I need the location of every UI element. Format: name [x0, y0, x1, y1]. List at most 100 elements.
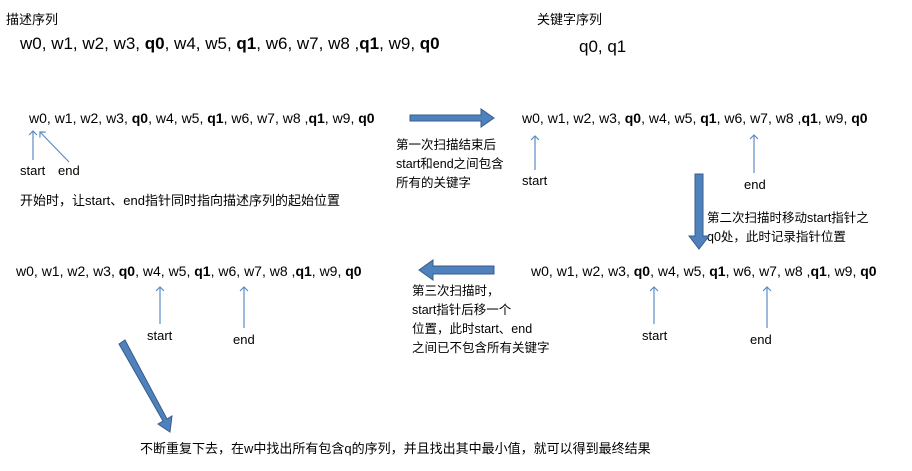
sequence-token: q0 [345, 263, 362, 279]
sequence-token: w6 [231, 110, 250, 126]
sequence-token: w5 [674, 110, 693, 126]
note-third-scan: 第三次扫描时， start指针后移一个 位置，此时start、end 之间已不包… [412, 282, 550, 358]
note-third-scan-line-4: 之间已不包含所有关键字 [412, 341, 550, 355]
desc-sequence-title: 描述序列 [6, 12, 59, 27]
sequence-token: q0 [358, 110, 375, 126]
sequence-token: q0 [851, 110, 868, 126]
sequence-token: w2 [82, 34, 105, 53]
sequence-token: w8 [282, 110, 301, 126]
sequence-token: w5 [683, 263, 702, 279]
desc-sequence-main: w0, w1, w2, w3, q0, w4, w5, q1, w6, w7, … [20, 34, 440, 53]
start-label-third-scan: start [147, 328, 173, 343]
start-label-first-scan: start [522, 173, 548, 188]
sequence-token: w6 [724, 110, 743, 126]
sequence-token: q1 [207, 110, 224, 126]
note-first-scan-line-2: start和end之间包含 [396, 157, 504, 171]
sequence-token: w0 [16, 263, 34, 279]
sequence-token: w7 [296, 34, 319, 53]
arrow-left-icon [418, 259, 495, 281]
sequence-token: w9 [825, 110, 844, 126]
sequence-token: w8 [269, 263, 288, 279]
note-second-scan: 第二次扫描时移动start指针之 q0处，此时记录指针位置 [707, 209, 869, 247]
sequence-token: w3 [599, 110, 617, 126]
sequence-token: w9 [834, 263, 853, 279]
sequence-token: w9 [388, 34, 411, 53]
sequence-token: w2 [80, 110, 99, 126]
sequence-token: w2 [573, 110, 592, 126]
arrow-down-icon [687, 173, 711, 250]
sequence-token: w8 [784, 263, 803, 279]
sequence-token: w1 [547, 110, 566, 126]
sequence-token: q0 [860, 263, 877, 279]
sequence-token: w2 [582, 263, 601, 279]
end-label-first-scan: end [744, 177, 766, 192]
sequence-token: w3 [113, 34, 136, 53]
note-initial: 开始时，让start、end指针同时指向描述序列的起始位置 [20, 193, 340, 208]
sequence-token: q1 [308, 110, 325, 126]
sequence-token: w4 [142, 263, 161, 279]
arrow-right-icon [409, 108, 495, 128]
sequence-token: w5 [168, 263, 187, 279]
sequence-token: w9 [319, 263, 338, 279]
end-pointer-initial [39, 131, 70, 163]
sequence-token: w3 [106, 110, 124, 126]
sequence-token: q1 [709, 263, 726, 279]
arrow-diagonal-icon [118, 339, 173, 433]
sequence-token: q1 [700, 110, 717, 126]
sequence-token: w7 [257, 110, 275, 126]
sequence-token: q1 [236, 34, 257, 53]
sequence-token: q1 [810, 263, 827, 279]
sequence-token: w8 [775, 110, 794, 126]
sequence-token: w2 [67, 263, 86, 279]
note-third-scan-line-2: start指针后移一个 [412, 303, 512, 317]
sequence-token: w1 [54, 110, 73, 126]
sequence-token: q0 [624, 110, 642, 126]
start-label-second-scan: start [642, 328, 668, 343]
sequence-initial: w0, w1, w2, w3, q0, w4, w5, q1, w6, w7, … [29, 110, 375, 126]
end-label-third-scan: end [233, 332, 255, 347]
note-second-scan-line-2: q0处，此时记录指针位置 [707, 230, 846, 244]
end-label-second-scan: end [750, 332, 772, 347]
sequence-token: q0 [131, 110, 149, 126]
sequence-third-scan: w0, w1, w2, w3, q0, w4, w5, q1, w6, w7, … [16, 263, 362, 279]
sequence-token: w7 [759, 263, 777, 279]
key-sequence-main: q0, q1 [579, 37, 627, 56]
sequence-second-scan: w0, w1, w2, w3, q0, w4, w5, q1, w6, w7, … [531, 263, 877, 279]
note-conclusion: 不断重复下去，在w中找出所有包含q的序列，并且找出其中最小值，就可以得到最终结果 [140, 441, 651, 456]
sequence-token: w7 [244, 263, 262, 279]
sequence-token: q0 [419, 34, 440, 53]
sequence-token: w0 [20, 34, 42, 53]
sequence-token: q0 [633, 263, 651, 279]
sequence-token: w9 [332, 110, 351, 126]
note-second-scan-line-1: 第二次扫描时移动start指针之 [707, 211, 869, 225]
sequence-token: w4 [174, 34, 196, 53]
sequence-token: q1 [194, 263, 211, 279]
sequence-token: w3 [608, 263, 626, 279]
note-third-scan-line-3: 位置，此时start、end [412, 322, 533, 336]
sequence-token: q1 [295, 263, 312, 279]
sequence-token: w7 [750, 110, 768, 126]
sequence-token: w8 [328, 34, 350, 53]
sequence-token: w5 [181, 110, 200, 126]
note-first-scan: 第一次扫描结束后 start和end之间包含 所有的关键字 [396, 136, 504, 193]
sequence-token: w0 [522, 110, 540, 126]
sequence-token: w4 [155, 110, 174, 126]
sequence-token: w4 [657, 263, 676, 279]
note-first-scan-line-3: 所有的关键字 [396, 176, 472, 190]
sequence-token: w1 [41, 263, 60, 279]
sequence-token: w4 [648, 110, 667, 126]
start-label-initial: start [20, 163, 46, 178]
sequence-token: w6 [733, 263, 752, 279]
sequence-token: w0 [531, 263, 549, 279]
sequence-token: q1 [801, 110, 818, 126]
sequence-after-first-scan: w0, w1, w2, w3, q0, w4, w5, q1, w6, w7, … [522, 110, 868, 126]
sequence-token: q1 [359, 34, 380, 53]
sequence-token: w5 [205, 34, 227, 53]
sequence-token: q0 [144, 34, 165, 53]
sequence-token: w3 [93, 263, 111, 279]
sequence-token: w1 [556, 263, 575, 279]
sequence-token: w1 [51, 34, 73, 53]
sequence-token: w6 [218, 263, 237, 279]
note-third-scan-line-1: 第三次扫描时， [412, 284, 500, 298]
